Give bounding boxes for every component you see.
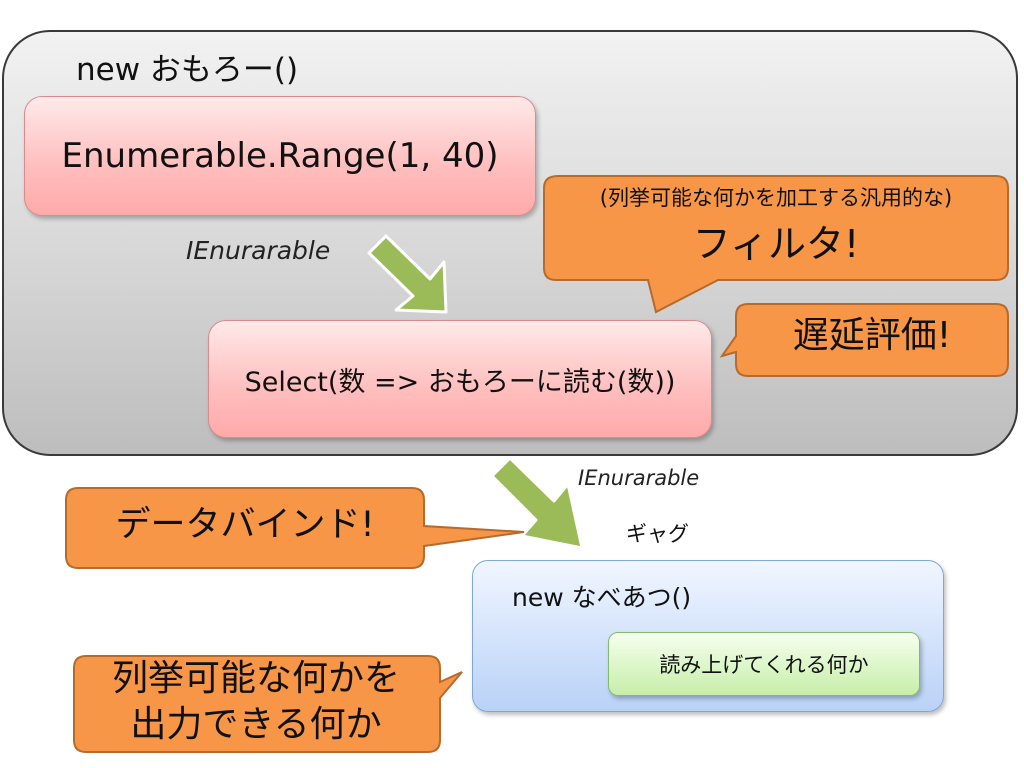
- reader-box-label: 読み上げてくれる何か: [659, 653, 869, 677]
- databind-callout-text: データバインド!: [115, 505, 375, 545]
- output-callout-text: 列挙可能な何かを 出力できる何か: [78, 656, 434, 748]
- container-omoro-title: new おもろー(): [76, 52, 299, 88]
- arrow-select-to-nabe: [490, 456, 584, 550]
- select-box: Select(数 => おもろーに読む(数)): [208, 320, 712, 438]
- gag-label: ギャグ: [626, 522, 689, 546]
- databind-callout: [65, 487, 525, 569]
- select-box-label: Select(数 => おもろーに読む(数)): [244, 366, 676, 398]
- filter-callout: [543, 175, 1009, 314]
- output-callout: [73, 655, 463, 753]
- range-box-label: Enumerable.Range(1, 40): [61, 136, 499, 176]
- container-nabe-title: new なべあつ(): [512, 583, 692, 612]
- range-box: Enumerable.Range(1, 40): [24, 96, 536, 216]
- filter-callout-title: フィルタ!: [692, 222, 860, 266]
- lazy-callout: [719, 303, 1009, 377]
- reader-box: 読み上げてくれる何か: [608, 632, 920, 696]
- type-label-ienumerable-1: IEnurarable: [186, 236, 331, 265]
- output-callout-line1: 列挙可能な何かを: [111, 658, 400, 699]
- output-callout-line2: 出力できる何か: [130, 704, 382, 745]
- filter-callout-subtext: (列挙可能な何かを加工する汎用的な): [599, 186, 953, 210]
- lazy-callout-text: 遅延評価!: [792, 315, 952, 356]
- type-label-ienumerable-2: IEnurarable: [578, 466, 700, 490]
- arrow-range-to-select: [367, 234, 448, 314]
